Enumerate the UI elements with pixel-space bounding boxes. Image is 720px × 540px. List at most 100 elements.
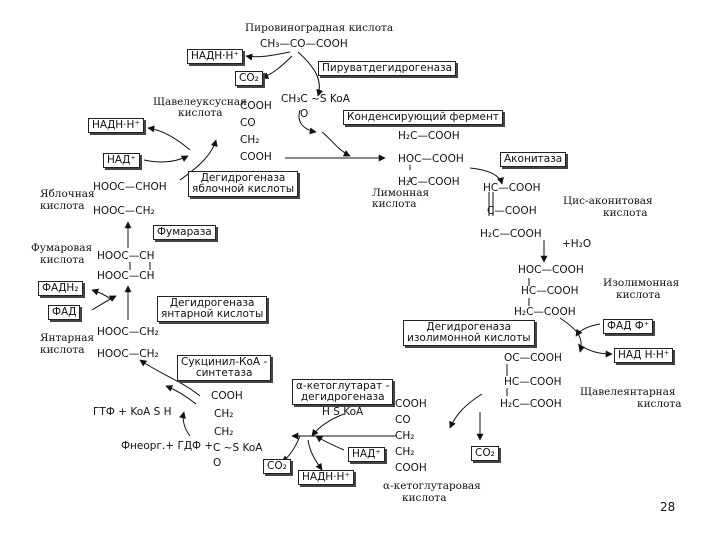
enzyme-pdh: Пируватдегидрогеназа xyxy=(318,61,457,76)
label-malic-2: кислота xyxy=(40,200,85,212)
arrow-acetyl-to-condense xyxy=(321,131,351,157)
oxaloacetate-3: CH₂ xyxy=(240,134,260,146)
arrow-oxalosuccinate-ketoglutarate xyxy=(449,393,483,429)
nadh-malate-box: НАДН·Н⁺ xyxy=(88,118,144,133)
arrow-pyruvate-co2 xyxy=(261,55,293,79)
citrate-1: H₂C—COOH xyxy=(398,130,460,142)
isocitrate-3: H₂C—COOH xyxy=(514,306,576,318)
page-number: 28 xyxy=(660,500,676,514)
fadh2-box: ФАДН₂ xyxy=(38,281,83,296)
label-citric-1: Лимонная xyxy=(372,187,430,199)
water-addition: +H₂O xyxy=(562,238,592,250)
label-ketoglutaric-1: α-кетоглутаровая xyxy=(383,480,481,492)
pyruvate-formula: CH₃—CO—COOH xyxy=(260,38,348,50)
enzyme-akgdh-line1: α-кетоглутарат - xyxy=(296,380,390,392)
malate-1: HOOC—CHOH xyxy=(93,181,167,193)
label-citric-2: кислота xyxy=(372,198,417,210)
arrow-fad-succinate xyxy=(91,295,117,311)
arrow-nad-in xyxy=(315,435,345,451)
arrow-pyruvate-nadh xyxy=(245,51,291,61)
fumarate-2: HOOC—CH xyxy=(97,270,155,282)
enzyme-mdh: Дегидрогеназа яблочной кислоты xyxy=(188,171,299,197)
arrow-hskoa-in xyxy=(311,413,345,437)
enzyme-sdh: Дегидрогеназа янтарной кислоты xyxy=(157,296,268,322)
label-malic-1: Яблочная xyxy=(40,188,95,200)
ketoglutarate-2: CO xyxy=(395,414,411,426)
hskoa-label: H S KoA xyxy=(322,406,364,418)
oxalosuccinate-3: H₂C—COOH xyxy=(500,398,562,410)
succinylcoa-4: C ~S KoA xyxy=(213,442,263,454)
arrow-isocitrate-oxalosuccinate xyxy=(559,317,586,353)
fumarate-1: HOOC—CH xyxy=(97,250,155,262)
label-oxalosuccinic-2: кислота xyxy=(637,398,682,410)
arrow-gtp-out xyxy=(165,385,197,405)
arrow-citrate-cisaconitate xyxy=(469,167,504,185)
label-oxaloacetic-2: кислота xyxy=(178,107,223,119)
enzyme-mdh-line1: Дегидрогеназа xyxy=(200,172,286,184)
arrow-nadh-malate xyxy=(147,125,191,151)
citrate-2: HOC—COOH xyxy=(398,153,464,165)
nad-ketoglutarate-box: НАД⁺ xyxy=(348,447,385,462)
label-isocitric-2: кислота xyxy=(616,289,661,301)
enzyme-akgdh-line2: дегидрогеназа xyxy=(300,391,385,403)
fad-isocitrate-box: ФАД Ф⁺ xyxy=(603,319,654,334)
arrow-nad-malate xyxy=(143,155,189,163)
enzyme-idh-line1: Дегидрогеназа xyxy=(426,321,512,333)
oxalosuccinate-1: OC—COOH xyxy=(504,352,562,364)
acetylcoa-oxygen: O xyxy=(300,108,309,120)
label-succinic-2: кислота xyxy=(40,344,85,356)
nadh-bottom-box: НАДН·Н⁺ xyxy=(298,470,354,485)
enzyme-sdh-line2: янтарной кислоты xyxy=(161,308,264,320)
enzyme-condensing: Конденсирующий фермент xyxy=(343,110,503,125)
citrate-3: H₂C—COOH xyxy=(398,176,460,188)
label-fumaric-1: Фумаровая xyxy=(31,242,93,254)
succinylcoa-1: COOH xyxy=(211,390,243,402)
enzyme-succcoa-line2: синтетаза xyxy=(195,367,253,379)
label-oxaloacetic-1: Щавелеуксусная xyxy=(153,96,247,108)
label-ketoglutaric-2: кислота xyxy=(402,492,447,504)
arrow-gdp-in xyxy=(179,411,191,437)
ketoglutarate-1: COOH xyxy=(395,398,427,410)
arrow-nadh-out xyxy=(577,343,613,358)
gtp-line: ГТФ + KoA S H xyxy=(93,406,172,418)
label-succinic-1: Янтарная xyxy=(40,332,95,344)
succinate-2: HOOC—CH₂ xyxy=(97,348,159,360)
enzyme-mdh-line2: яблочной кислоты xyxy=(192,183,295,195)
co2-pyruvate-box: CO₂ xyxy=(235,71,263,86)
arrow-pyruvate-acetylcoa xyxy=(297,51,324,97)
acetylcoa-formula: CH₃C ~S KoA xyxy=(281,93,350,105)
arrow-malate-oxaloacetate xyxy=(179,139,218,181)
isocitrate-1: HOC—COOH xyxy=(518,264,584,276)
cisaconitate-3: H₂C—COOH xyxy=(480,228,542,240)
succinylcoa-3: CH₂ xyxy=(214,426,234,438)
succinate-1: HOOC—CH₂ xyxy=(97,326,159,338)
succinylcoa-2: CH₂ xyxy=(214,408,234,420)
enzyme-akgdh: α-кетоглутарат - дегидрогеназа xyxy=(292,379,394,405)
ketoglutarate-5: COOH xyxy=(395,462,427,474)
arrow-fad-in xyxy=(575,323,601,337)
ketoglutarate-4: CH₂ xyxy=(395,446,415,458)
nadh-isocitrate-box: НАД Н·Н⁺ xyxy=(614,348,674,363)
arrow-fadh2-out xyxy=(91,288,113,301)
label-isocitric-1: Изолимонная xyxy=(603,277,680,289)
oxalosuccinate-2: HC—COOH xyxy=(504,376,562,388)
arrow-acetylcoa-down xyxy=(298,109,317,135)
oxaloacetate-4: COOH xyxy=(240,151,272,163)
co2-bottom-box: CO₂ xyxy=(263,459,291,474)
enzyme-succcoa-syn: Сукцинил-КоА - синтетаза xyxy=(177,355,272,381)
arrow-nadh-out-bottom xyxy=(307,439,323,471)
label-cisaconitic-1: Цис-аконитовая xyxy=(563,195,653,207)
pyruvate-title: Пировиноградная кислота xyxy=(245,22,394,34)
enzyme-succcoa-line1: Сукцинил-КоА - xyxy=(181,356,268,368)
fad-box: ФАД xyxy=(48,305,81,320)
nadh-pyruvate-box: НАДН·Н⁺ xyxy=(187,49,243,64)
succinylcoa-5: O xyxy=(213,457,222,469)
malate-2: HOOC—CH₂ xyxy=(93,205,155,217)
enzyme-fumarase: Фумараза xyxy=(153,225,216,240)
cisaconitate-1: HC—COOH xyxy=(483,182,541,194)
co2-right-box: CO₂ xyxy=(471,446,499,461)
oxaloacetate-1: COOH xyxy=(240,100,272,112)
enzyme-aconitase: Аконитаза xyxy=(500,152,567,167)
label-oxalosuccinic-1: Щавелеянтарная xyxy=(580,386,676,398)
